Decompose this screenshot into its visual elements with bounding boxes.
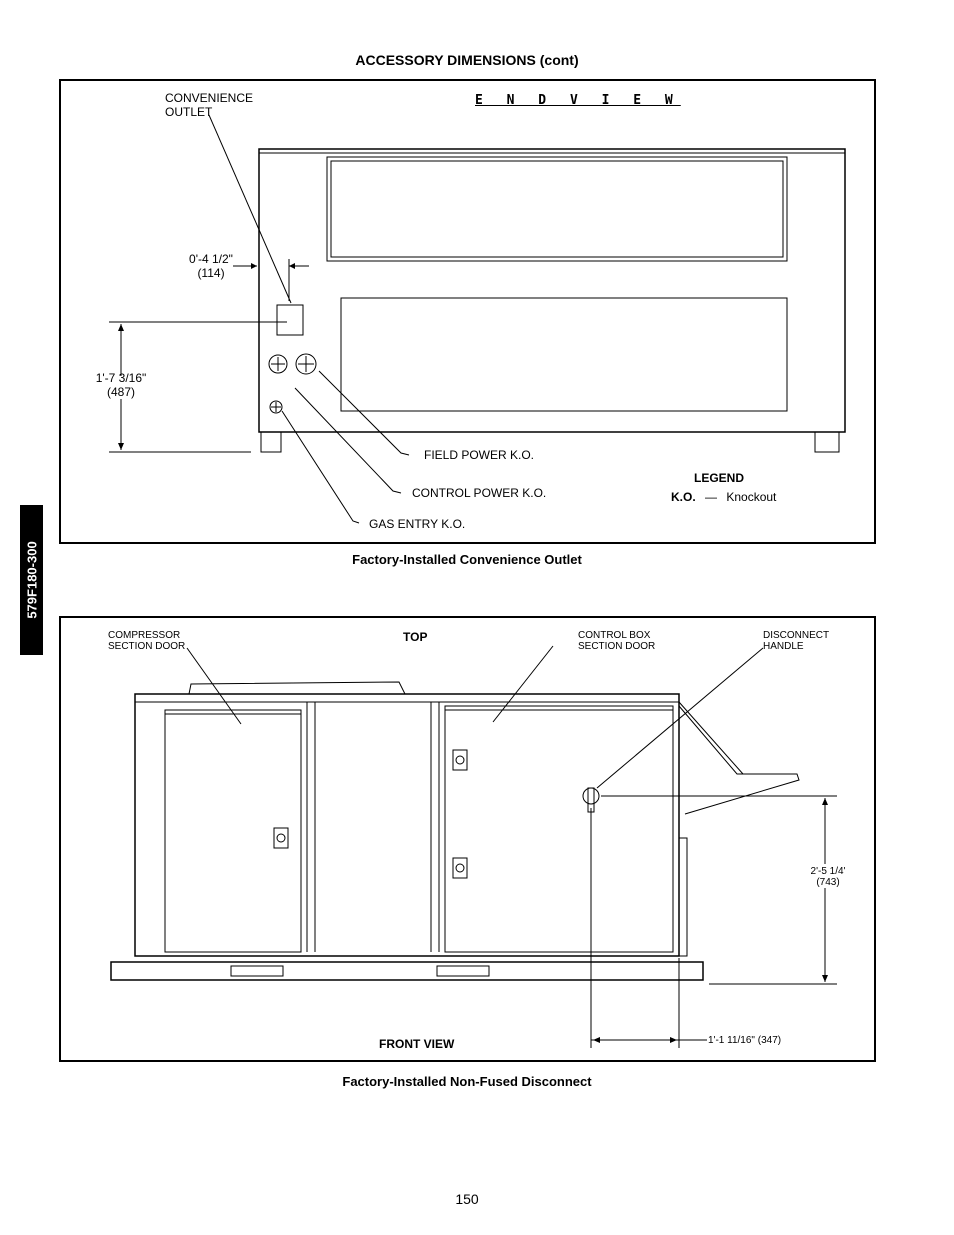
disconnect-dim-horizontal: 1'-1 11/16" (347): [708, 1035, 782, 1046]
legend-entry: K.O. — Knockout: [671, 490, 776, 504]
fig2-caption: Factory-Installed Non-Fused Disconnect: [342, 1074, 592, 1089]
field-power-label: FIELD POWER K.O.: [424, 448, 535, 462]
convenience-outlet-line-1: CONVENIENCE: [165, 91, 254, 105]
side-tab: 579F180-300: [20, 505, 43, 655]
dim-horizontal-imperial: 0'-4 1/2": [189, 252, 233, 266]
page-header: ACCESSORY DIMENSIONS (cont): [355, 52, 579, 68]
disconnect-handle-line-1: DISCONNECT: [763, 630, 830, 641]
dim-horizontal-label: 0'-4 1/2" (114): [181, 252, 241, 280]
legend-meaning: Knockout: [726, 490, 777, 504]
end-view-title: E N D V I E W: [475, 93, 681, 108]
dim-horizontal-metric: (114): [197, 266, 225, 280]
disconnect-handle-line-2: HANDLE: [763, 641, 804, 652]
disconnect-handle-label: DISCONNECT HANDLE: [763, 630, 829, 652]
dim-vertical-label: 1'-7 3/16" (487): [83, 371, 159, 399]
compressor-door-line-2: SECTION DOOR: [108, 641, 186, 652]
legend-title: LEGEND: [694, 471, 745, 485]
compressor-door-line-1: COMPRESSOR: [108, 630, 181, 641]
control-box-door-line-2: SECTION DOOR: [578, 641, 656, 652]
control-power-label: CONTROL POWER K.O.: [412, 486, 547, 500]
convenience-outlet-label: CONVENIENCE OUTLET: [165, 91, 253, 119]
disconnect-dim-vertical-imperial: 2'-5 1/4': [810, 866, 846, 877]
front-view-figure: COMPRESSOR SECTION DOOR TOP CONTROL BOX …: [59, 616, 876, 1062]
dim-vertical-metric: (487): [106, 385, 135, 399]
end-view-drawing: [109, 114, 846, 524]
convenience-outlet-line-2: OUTLET: [165, 105, 213, 119]
compressor-door-label: COMPRESSOR SECTION DOOR: [108, 630, 185, 652]
control-box-door-line-1: CONTROL BOX: [578, 630, 651, 641]
legend-dash: —: [705, 490, 718, 504]
front-view-drawing: [110, 645, 837, 1048]
dim-vertical-imperial: 1'-7 3/16": [95, 371, 147, 385]
gas-entry-label: GAS ENTRY K.O.: [369, 517, 466, 531]
end-view-figure: E N D V I E W CONVENIENCE OUTLET 0'-4 1/…: [59, 79, 876, 544]
page-number: 150: [455, 1191, 479, 1207]
top-label: TOP: [403, 630, 428, 644]
control-box-door-label: CONTROL BOX SECTION DOOR: [578, 630, 655, 652]
disconnect-dim-vertical-metric: (743): [816, 877, 840, 888]
fig1-caption: Factory-Installed Convenience Outlet: [352, 552, 582, 567]
front-view-label: FRONT VIEW: [379, 1037, 455, 1051]
disconnect-dim-vertical: 2'-5 1/4' (743): [798, 866, 858, 888]
legend-key: K.O.: [671, 490, 696, 504]
